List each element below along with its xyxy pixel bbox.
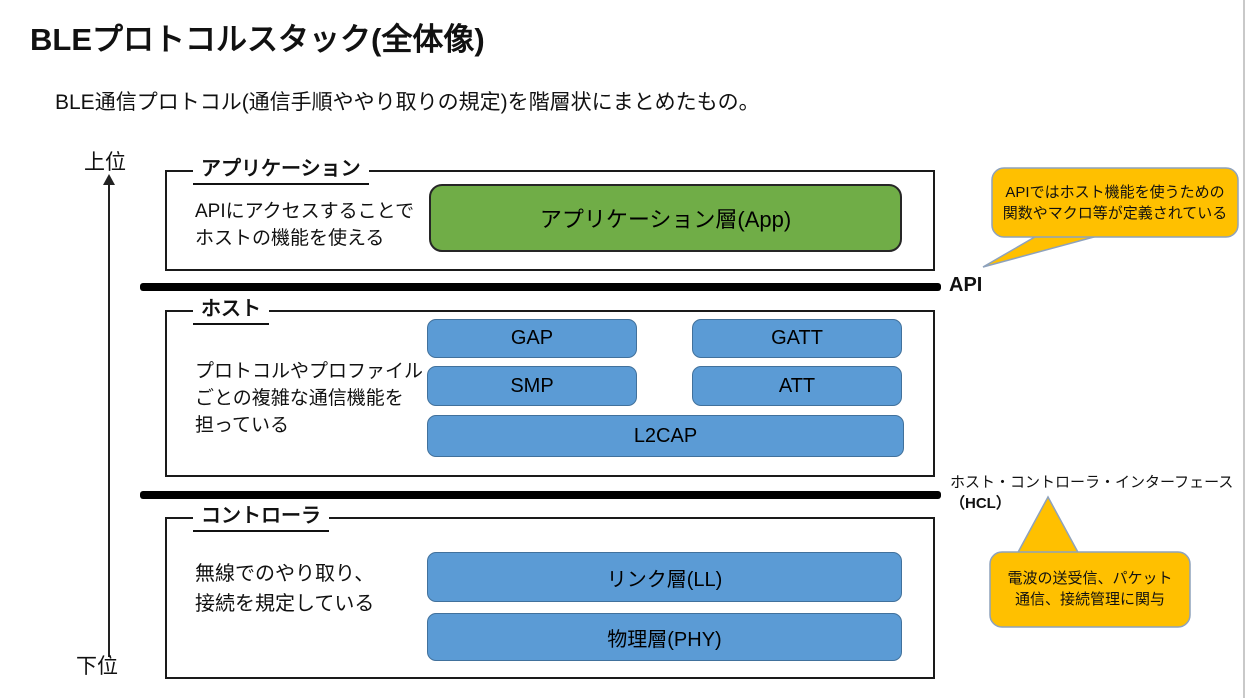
controller-description: 無線でのやり取り、 接続を規定している (195, 563, 375, 615)
controller-box-physical-layer: 物理層(PHY) (427, 613, 902, 661)
application-layer-box: アプリケーション層(App) (429, 184, 902, 252)
hcl-label-line2: （HCL） (950, 495, 1011, 512)
hcl-interface-bar (140, 491, 941, 499)
api-label: API (949, 274, 983, 296)
api-callout-tail-icon (982, 233, 1106, 268)
axis-bottom-label: 下位 (76, 655, 118, 678)
api-interface-bar (140, 283, 941, 291)
application-group-label: アプリケーション (193, 157, 369, 185)
application-group-box: アプリケーション APIにアクセスすることで ホストの機能を使える アプリケーシ… (165, 157, 935, 271)
hcl-callout-body (989, 551, 1191, 628)
hcl-label: ホスト・コントローラ・インターフェース （HCL） (950, 472, 1233, 514)
host-description: プロトコルやプロファイル ごとの複雑な通信機能を 担っている (195, 361, 424, 436)
controller-box-link-layer: リンク層(LL) (427, 552, 902, 602)
slide-right-edge (1243, 0, 1245, 698)
host-group-label: ホスト (193, 297, 269, 325)
axis-top-label: 上位 (84, 151, 126, 174)
page-subtitle: BLE通信プロトコル(通信手順ややり取りの規定)を階層状にまとめたもの。 (55, 91, 760, 114)
api-callout-body (991, 167, 1239, 238)
up-arrow-icon (103, 174, 115, 185)
controller-group-box: コントローラ 無線でのやり取り、 接続を規定している リンク層(LL) 物理層(… (165, 504, 935, 679)
hcl-callout-bubble-icon (989, 495, 1191, 628)
application-description: APIにアクセスすることで ホストの機能を使える (195, 201, 415, 249)
hcl-callout-text: 電波の送受信、パケット 通信、接続管理に関与 (1007, 570, 1173, 608)
hierarchy-axis-line (108, 184, 110, 657)
host-box-l2cap: L2CAP (427, 415, 904, 457)
page-title: BLEプロトコルスタック(全体像) (30, 22, 485, 57)
host-group-box: ホスト プロトコルやプロファイル ごとの複雑な通信機能を 担っている GAP G… (165, 297, 935, 477)
api-callout-text: APIではホスト機能を使うための 関数やマクロ等が定義されている (1002, 184, 1228, 222)
hcl-label-line1: ホスト・コントローラ・インターフェース (950, 474, 1234, 491)
host-box-gap: GAP (427, 319, 637, 358)
api-callout-bubble-icon (982, 167, 1239, 268)
hcl-callout-tail-icon (1014, 495, 1082, 557)
host-box-smp: SMP (427, 366, 637, 406)
controller-group-label: コントローラ (193, 504, 329, 532)
host-box-att: ATT (692, 366, 902, 406)
host-box-gatt: GATT (692, 319, 902, 358)
